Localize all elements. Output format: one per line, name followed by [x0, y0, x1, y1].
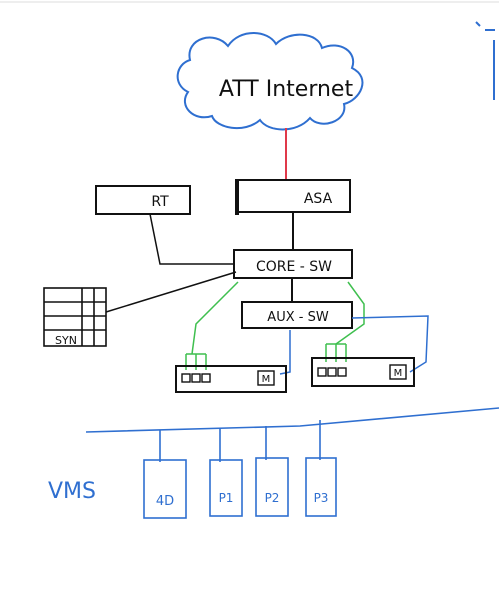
server1-box: [175, 365, 287, 393]
blue-link-aux-server2: [351, 315, 429, 373]
aux-sw-box: [241, 301, 353, 329]
server1-badge-box: [257, 370, 275, 386]
green-link-server2: [335, 281, 365, 345]
server1-badge: M: [262, 374, 271, 385]
green-ports-server2: [325, 343, 347, 362]
vm-network-bus: [85, 407, 499, 433]
rt-label: RT: [151, 194, 169, 210]
vms-label: VMS: [48, 479, 96, 504]
vm-box-p1: [209, 459, 243, 517]
syn-core-link: [105, 271, 237, 313]
vm-box-4d: [143, 459, 187, 519]
core-sw-label: CORE - SW: [256, 259, 332, 275]
blue-link-aux-server1: [279, 330, 291, 375]
syn-storage: [43, 287, 107, 347]
edge-mark-right: [475, 21, 495, 100]
vm-label-4d: 4D: [156, 494, 174, 509]
server1-ports: [181, 373, 211, 383]
internet-cloud: [176, 32, 364, 131]
syn-label: SYN: [55, 334, 77, 347]
aux-sw-label: AUX - SW: [267, 310, 329, 325]
vm-label-p2: P2: [265, 491, 280, 505]
green-ports-server1: [185, 353, 207, 370]
rt-core-link: [149, 213, 234, 265]
vm-box-p3: [305, 457, 337, 517]
asa-box: [235, 179, 351, 213]
server2-badge: M: [394, 368, 403, 379]
server2-box: [311, 357, 415, 387]
vm-label-p1: P1: [219, 491, 234, 505]
rt-box: [95, 185, 191, 215]
vm-box-p2: [255, 457, 289, 517]
asa-label: ASA: [304, 191, 333, 207]
cloud-label: ATT Internet: [219, 77, 354, 102]
server2-badge-box: [389, 364, 407, 380]
vm-label-p3: P3: [314, 491, 329, 505]
green-link-server1: [191, 281, 239, 355]
server2-ports: [317, 367, 347, 377]
